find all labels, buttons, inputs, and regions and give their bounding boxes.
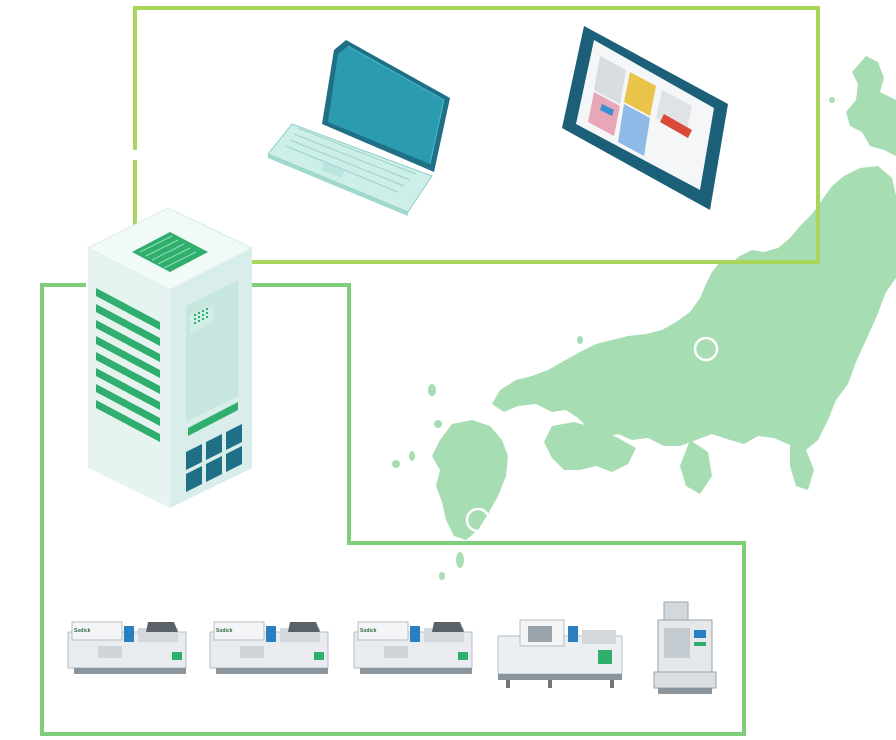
- lower-network-frame: [40, 283, 746, 736]
- server-vent-stripes: [96, 288, 160, 442]
- map-island: [829, 97, 835, 103]
- machine-brand-label: Sodick: [216, 628, 233, 634]
- map-island: [409, 451, 415, 461]
- lower-frame-link: [252, 283, 351, 480]
- map-noto: [700, 286, 728, 314]
- location-marker-icon: [465, 507, 491, 533]
- map-kyushu: [432, 420, 508, 540]
- map-boso: [790, 440, 814, 490]
- map-island: [772, 275, 780, 289]
- map-honshu: [492, 166, 896, 450]
- upper-network-frame: [133, 6, 820, 264]
- map-island: [428, 384, 436, 396]
- map-island: [456, 552, 464, 568]
- map-island: [434, 420, 442, 428]
- tablet-icon: [562, 26, 728, 210]
- map-island: [804, 461, 808, 467]
- japan-map-icon: [392, 56, 896, 580]
- location-marker-icon: [693, 336, 719, 362]
- map-kii: [680, 440, 712, 494]
- injection-molding-machine-icon: Sodick: [67, 621, 187, 674]
- machine-brand-label: Sodick: [360, 628, 377, 634]
- map-shikoku: [544, 422, 636, 472]
- map-hokkaido: [846, 56, 896, 156]
- laptop-icon: [267, 40, 450, 216]
- map-island: [577, 336, 583, 344]
- server-tower-icon: [86, 207, 254, 508]
- vertical-molding-machine-icon: [653, 601, 717, 694]
- injection-molding-machine-icon: Sodick: [209, 621, 329, 674]
- injection-molding-machine-icon: Sodick: [353, 621, 473, 674]
- machine-brand-label: Sodick: [74, 628, 91, 634]
- horizontal-molding-machine-icon: [497, 619, 623, 688]
- map-island: [392, 460, 400, 468]
- map-island: [439, 572, 445, 580]
- server-bottom-vents: [186, 424, 242, 492]
